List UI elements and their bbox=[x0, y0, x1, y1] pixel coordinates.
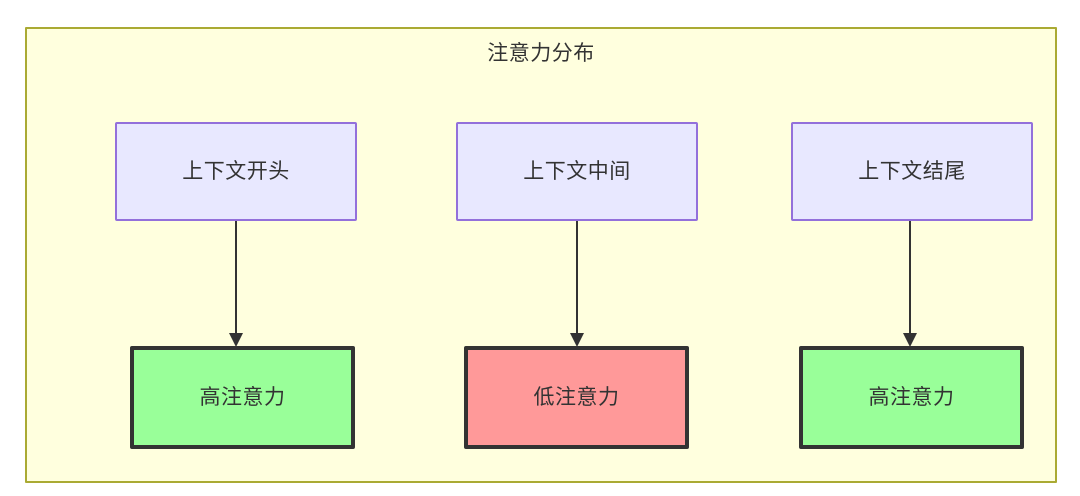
node-high-attention-start-label: 高注意力 bbox=[199, 386, 286, 409]
node-context-middle-label: 上下文中间 bbox=[523, 160, 631, 183]
node-high-attention-start[interactable]: 高注意力 bbox=[130, 346, 355, 449]
attention-distribution-subgraph: 注意力分布 上下文开头 高注意力 上下文中间 低注意力 上下文结尾 bbox=[25, 27, 1057, 483]
node-high-attention-end-label: 高注意力 bbox=[868, 386, 955, 409]
node-context-end[interactable]: 上下文结尾 bbox=[791, 122, 1033, 221]
node-high-attention-end[interactable]: 高注意力 bbox=[799, 346, 1024, 449]
node-low-attention-middle[interactable]: 低注意力 bbox=[464, 346, 689, 449]
node-context-middle[interactable]: 上下文中间 bbox=[456, 122, 698, 221]
node-context-end-label: 上下文结尾 bbox=[858, 160, 966, 183]
node-low-attention-middle-label: 低注意力 bbox=[533, 386, 620, 409]
subgraph-title: 注意力分布 bbox=[487, 42, 595, 65]
arrow-context-middle-to-low-attention bbox=[570, 221, 584, 347]
arrow-context-start-to-high-attention bbox=[229, 221, 243, 347]
node-context-start-label: 上下文开头 bbox=[182, 160, 290, 183]
node-context-start[interactable]: 上下文开头 bbox=[115, 122, 357, 221]
arrow-context-end-to-high-attention bbox=[903, 221, 917, 347]
